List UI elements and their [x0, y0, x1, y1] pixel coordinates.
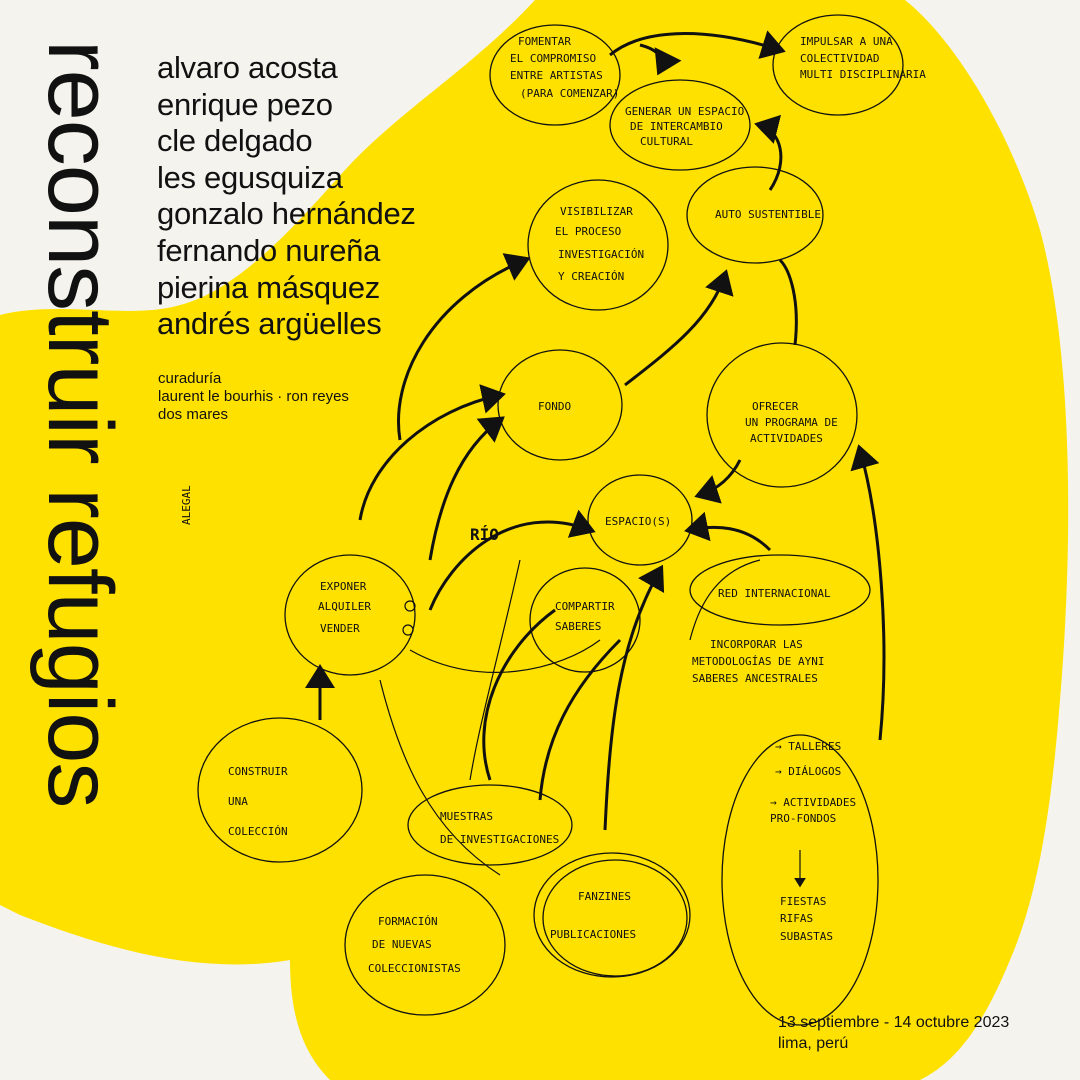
node-text: INCORPORAR LAS — [710, 638, 803, 651]
node-text: DE INVESTIGACIONES — [440, 833, 559, 846]
connector-arrows — [305, 30, 886, 888]
node-text: ESPACIO(S) — [605, 515, 671, 528]
node-text: → ACTIVIDADES — [770, 796, 856, 809]
artist-name: andrés argüelles — [157, 306, 382, 342]
node-text: COLECCIONISTAS — [368, 962, 461, 975]
node-text: → TALLERES — [775, 740, 841, 753]
node-text: RIFAS — [780, 912, 813, 925]
node-text: EXPONER — [320, 580, 367, 593]
artist-name: alvaro acosta — [157, 50, 338, 85]
node-text: (PARA COMENZAR) — [520, 87, 619, 100]
artist-name: fernando nureña — [157, 232, 381, 268]
node-text: SUBASTAS — [780, 930, 833, 943]
node-espacio: ESPACIO(S) — [587, 474, 693, 566]
node-text: DE INTERCAMBIO — [630, 120, 723, 133]
node-exponer: EXPONER ALQUILER VENDER — [284, 554, 416, 676]
node-impulsar: IMPULSAR A UNA COLECTIVIDAD MULTI DISCIP… — [772, 14, 926, 116]
node-text: FIESTAS — [780, 895, 826, 908]
artist-name: pierina másquez — [157, 269, 380, 305]
connector-knob — [404, 600, 416, 612]
node-text: OFRECER — [752, 400, 799, 413]
artist-name: les egusquiza — [157, 159, 343, 195]
node-text: ACTIVIDADES — [750, 432, 823, 445]
artist-list: alvaro acosta enrique pezo cle delgado l… — [157, 50, 416, 343]
node-text: VENDER — [320, 622, 360, 635]
node-muestras: MUESTRAS DE INVESTIGACIONES — [407, 784, 573, 866]
node-text: ALQUILER — [318, 600, 371, 613]
node-text: CULTURAL — [640, 135, 693, 148]
node-fomentar: FOMENTAR EL COMPROMISO ENTRE ARTISTAS (P… — [489, 24, 621, 126]
node-construir: CONSTRUIR UNA COLECCIÓN — [197, 717, 363, 863]
node-visibilizar: VISIBILIZAR EL PROCESO INVESTIGACIÓN Y C… — [527, 179, 669, 311]
artist-name: gonzalo hernández — [157, 196, 416, 232]
node-actividades: → TALLERES → DIÁLOGOS → ACTIVIDADES PRO-… — [721, 734, 879, 1026]
node-text: SABERES — [555, 620, 601, 633]
node-autosustentable: AUTO SUSTENTIBLE — [686, 166, 824, 264]
node-fanzines: FANZINES PUBLICACIONES — [533, 852, 691, 978]
signature: ALEGAL — [180, 485, 193, 525]
node-text: CONSTRUIR — [228, 765, 288, 778]
curator-names: laurent le bourhis · ron reyes — [158, 388, 349, 405]
date-range: 13 septiembre - 14 octubre 2023 — [778, 1014, 1010, 1031]
artist-name: cle delgado — [157, 123, 313, 159]
node-text: METODOLOGÍAS DE AYNI — [692, 655, 824, 668]
curation-label: curaduría — [158, 370, 222, 387]
node-text: DE NUEVAS — [372, 938, 432, 951]
node-text: SABERES ANCESTRALES — [692, 672, 818, 685]
node-compartir: COMPARTIR SABERES — [529, 567, 641, 673]
node-text: VISIBILIZAR — [560, 205, 633, 218]
node-text: GENERAR UN ESPACIO — [625, 105, 744, 118]
node-text: COMPARTIR — [555, 600, 615, 613]
center-label: RÍO — [470, 525, 499, 544]
node-text: UN PROGRAMA DE — [745, 416, 838, 429]
node-text: EL PROCESO — [555, 225, 621, 238]
node-fondo: FONDO — [497, 349, 623, 461]
node-text: FOMENTAR — [518, 35, 571, 48]
node-text: COLECCIÓN — [228, 825, 288, 838]
node-ofrecer: OFRECER UN PROGRAMA DE ACTIVIDADES — [706, 342, 858, 488]
node-text: RED INTERNACIONAL — [718, 587, 831, 600]
node-text: IMPULSAR A UNA — [800, 35, 893, 48]
curation-org: dos mares — [158, 406, 229, 423]
artist-name: enrique pezo — [157, 86, 333, 122]
node-text: PRO-FONDOS — [770, 812, 836, 825]
connector-knob — [402, 624, 414, 636]
node-incorporar: INCORPORAR LAS METODOLOGÍAS DE AYNI SABE… — [692, 638, 824, 685]
node-text: → DIÁLOGOS — [775, 765, 841, 778]
exhibition-dates: 13 septiembre - 14 octubre 2023 lima, pe… — [778, 1012, 1009, 1054]
node-text: FONDO — [538, 400, 571, 413]
location: lima, perú — [778, 1035, 849, 1052]
node-text: MUESTRAS — [440, 810, 493, 823]
node-rio: RÍO — [470, 525, 499, 544]
node-generar: GENERAR UN ESPACIO DE INTERCAMBIO CULTUR… — [609, 79, 751, 171]
node-text: UNA — [228, 795, 248, 808]
node-text: Y CREACIÓN — [558, 270, 624, 283]
node-formacion: FORMACIÓN DE NUEVAS COLECCIONISTAS — [344, 874, 506, 1016]
node-text: AUTO SUSTENTIBLE — [715, 208, 821, 221]
node-text: MULTI DISCIPLINARIA — [800, 68, 926, 81]
node-text: INVESTIGACIÓN — [558, 248, 644, 261]
node-red: RED INTERNACIONAL — [689, 554, 871, 626]
node-text: EL COMPROMISO — [510, 52, 596, 65]
node-text: COLECTIVIDAD — [800, 52, 879, 65]
curation-credits: curaduría laurent le bourhis · ron reyes… — [158, 370, 349, 424]
node-text: PUBLICACIONES — [550, 928, 636, 941]
node-text: FANZINES — [578, 890, 631, 903]
node-text: FORMACIÓN — [378, 915, 438, 928]
node-text: ENTRE ARTISTAS — [510, 69, 603, 82]
